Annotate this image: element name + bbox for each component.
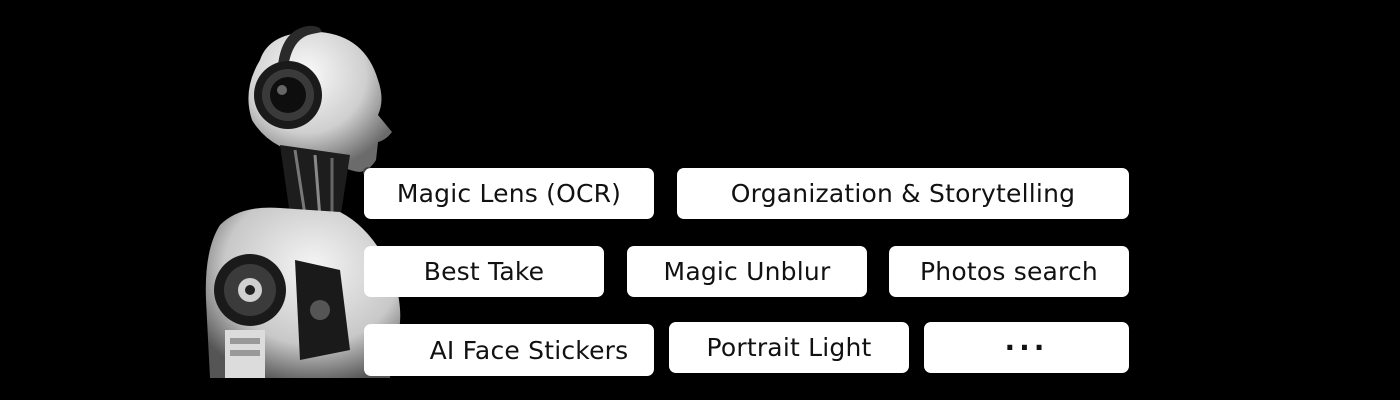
robot-illustration bbox=[205, 25, 401, 378]
feature-label: Organization & Storytelling bbox=[730, 179, 1076, 208]
feature-magic-unblur[interactable]: Magic Unblur bbox=[627, 246, 867, 297]
feature-label: AI Face Stickers bbox=[429, 335, 629, 365]
feature-portrait-light[interactable]: Portrait Light bbox=[669, 322, 909, 373]
feature-label: Portrait Light bbox=[706, 333, 872, 362]
feature-label: Magic Lens (OCR) bbox=[396, 179, 622, 208]
feature-organization-storytelling[interactable]: Organization & Storytelling bbox=[677, 168, 1129, 219]
feature-best-take[interactable]: Best Take bbox=[364, 246, 604, 297]
feature-label: Magic Unblur bbox=[663, 257, 831, 286]
feature-magic-lens[interactable]: Magic Lens (OCR) bbox=[364, 168, 654, 219]
more-button[interactable]: ··· bbox=[924, 322, 1129, 373]
feature-ai-face-stickers[interactable]: AI Face Stickers bbox=[364, 324, 654, 376]
feature-label: Best Take bbox=[423, 257, 545, 286]
feature-label: Photos search bbox=[920, 257, 1098, 286]
feature-photos-search[interactable]: Photos search bbox=[889, 246, 1129, 297]
more-icon: ··· bbox=[1004, 331, 1049, 364]
